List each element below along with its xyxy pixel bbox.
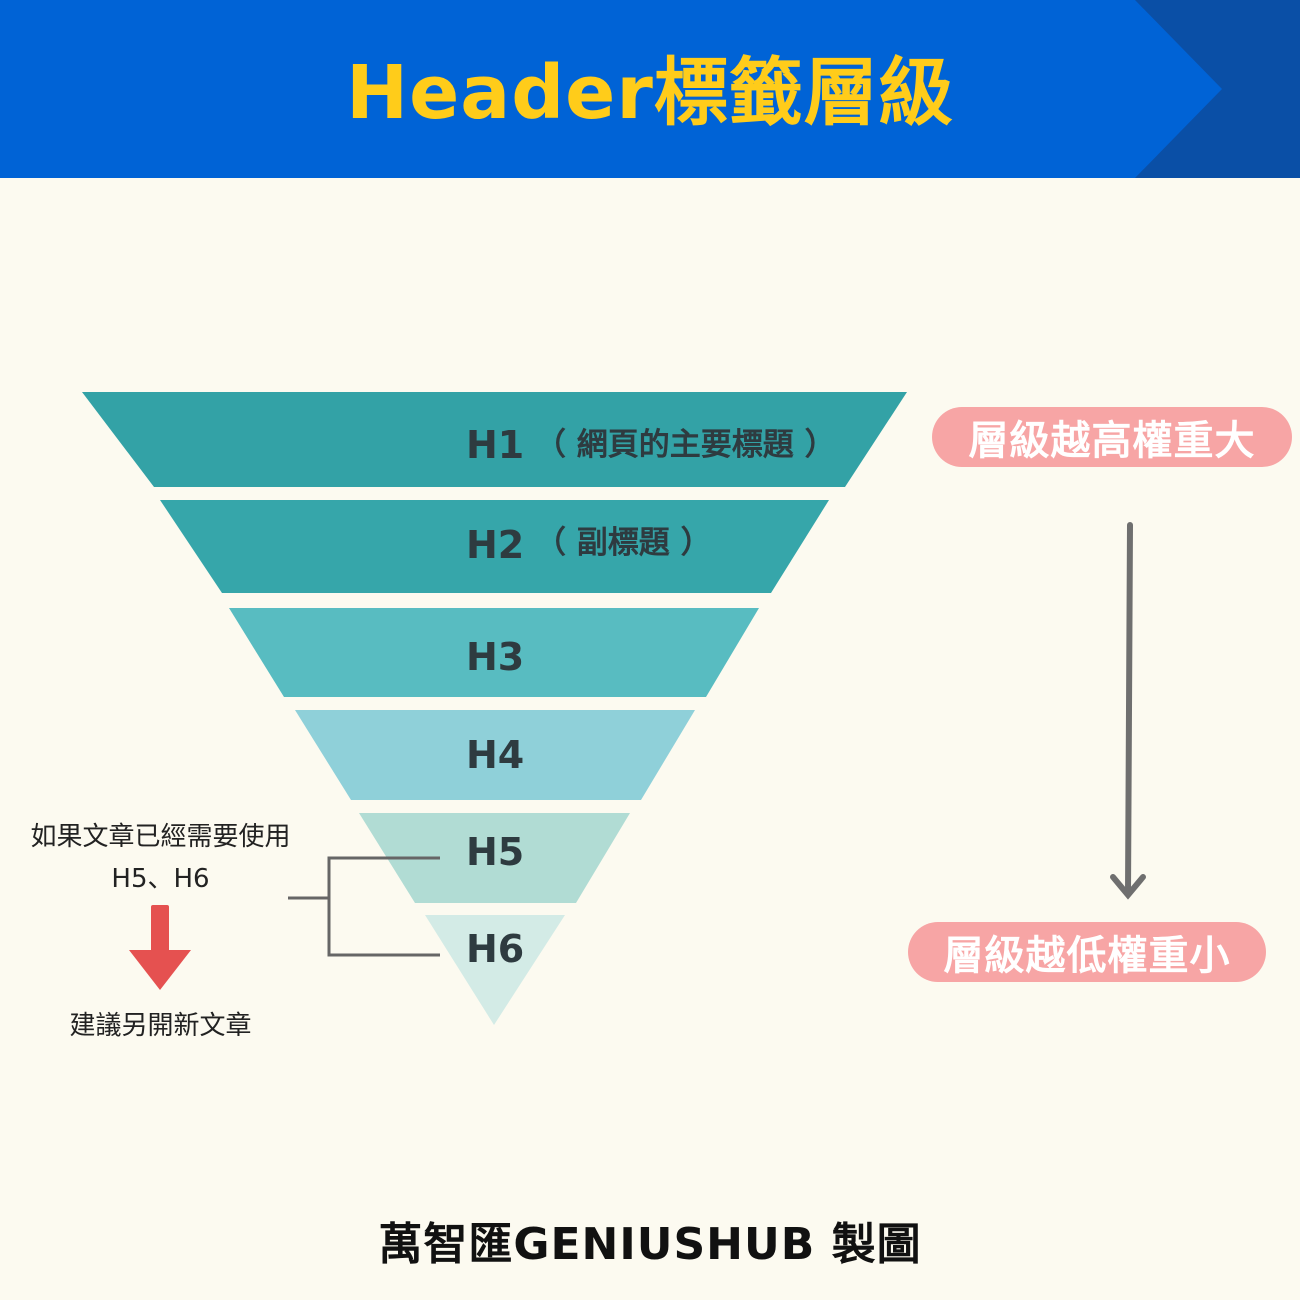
level-h2-note: （ 副標題 ） <box>535 525 712 561</box>
side-note-line3: 建議另開新文章 <box>69 1011 252 1041</box>
page-title: Header標籤層級 <box>346 49 954 136</box>
header-banner: Header標籤層級 <box>0 0 1300 178</box>
banner-chevron-decoration <box>1135 0 1300 178</box>
level-h4-band <box>295 710 695 800</box>
level-h6-label: H6 <box>466 927 524 971</box>
level-h2-band <box>160 500 829 593</box>
level-h5-band <box>359 813 630 903</box>
side-note-line2: H5、H6 <box>111 864 210 894</box>
weight-direction-arrow-icon <box>1110 522 1146 900</box>
level-h5-label: H5 <box>466 830 524 874</box>
level-h2-label: H2 <box>466 523 524 567</box>
weight-low-label: 層級越低權重小 <box>908 922 1266 982</box>
h5-h6-bracket <box>288 856 440 957</box>
weight-high-label: 層級越高權重大 <box>932 407 1292 467</box>
level-h3-band <box>229 608 759 697</box>
red-down-arrow-icon <box>129 905 191 990</box>
level-h1-note: （ 網頁的主要標題 ） <box>535 427 836 463</box>
level-h6-band <box>425 915 565 1025</box>
footer-credit: 萬智匯GENIUSHUB 製圖 <box>378 1219 922 1270</box>
level-h3-label: H3 <box>466 635 524 679</box>
side-note-line1: 如果文章已經需要使用 <box>30 822 291 852</box>
level-h1-label: H1 <box>466 423 524 467</box>
level-h4-label: H4 <box>466 733 524 777</box>
level-h1-band <box>82 392 907 487</box>
